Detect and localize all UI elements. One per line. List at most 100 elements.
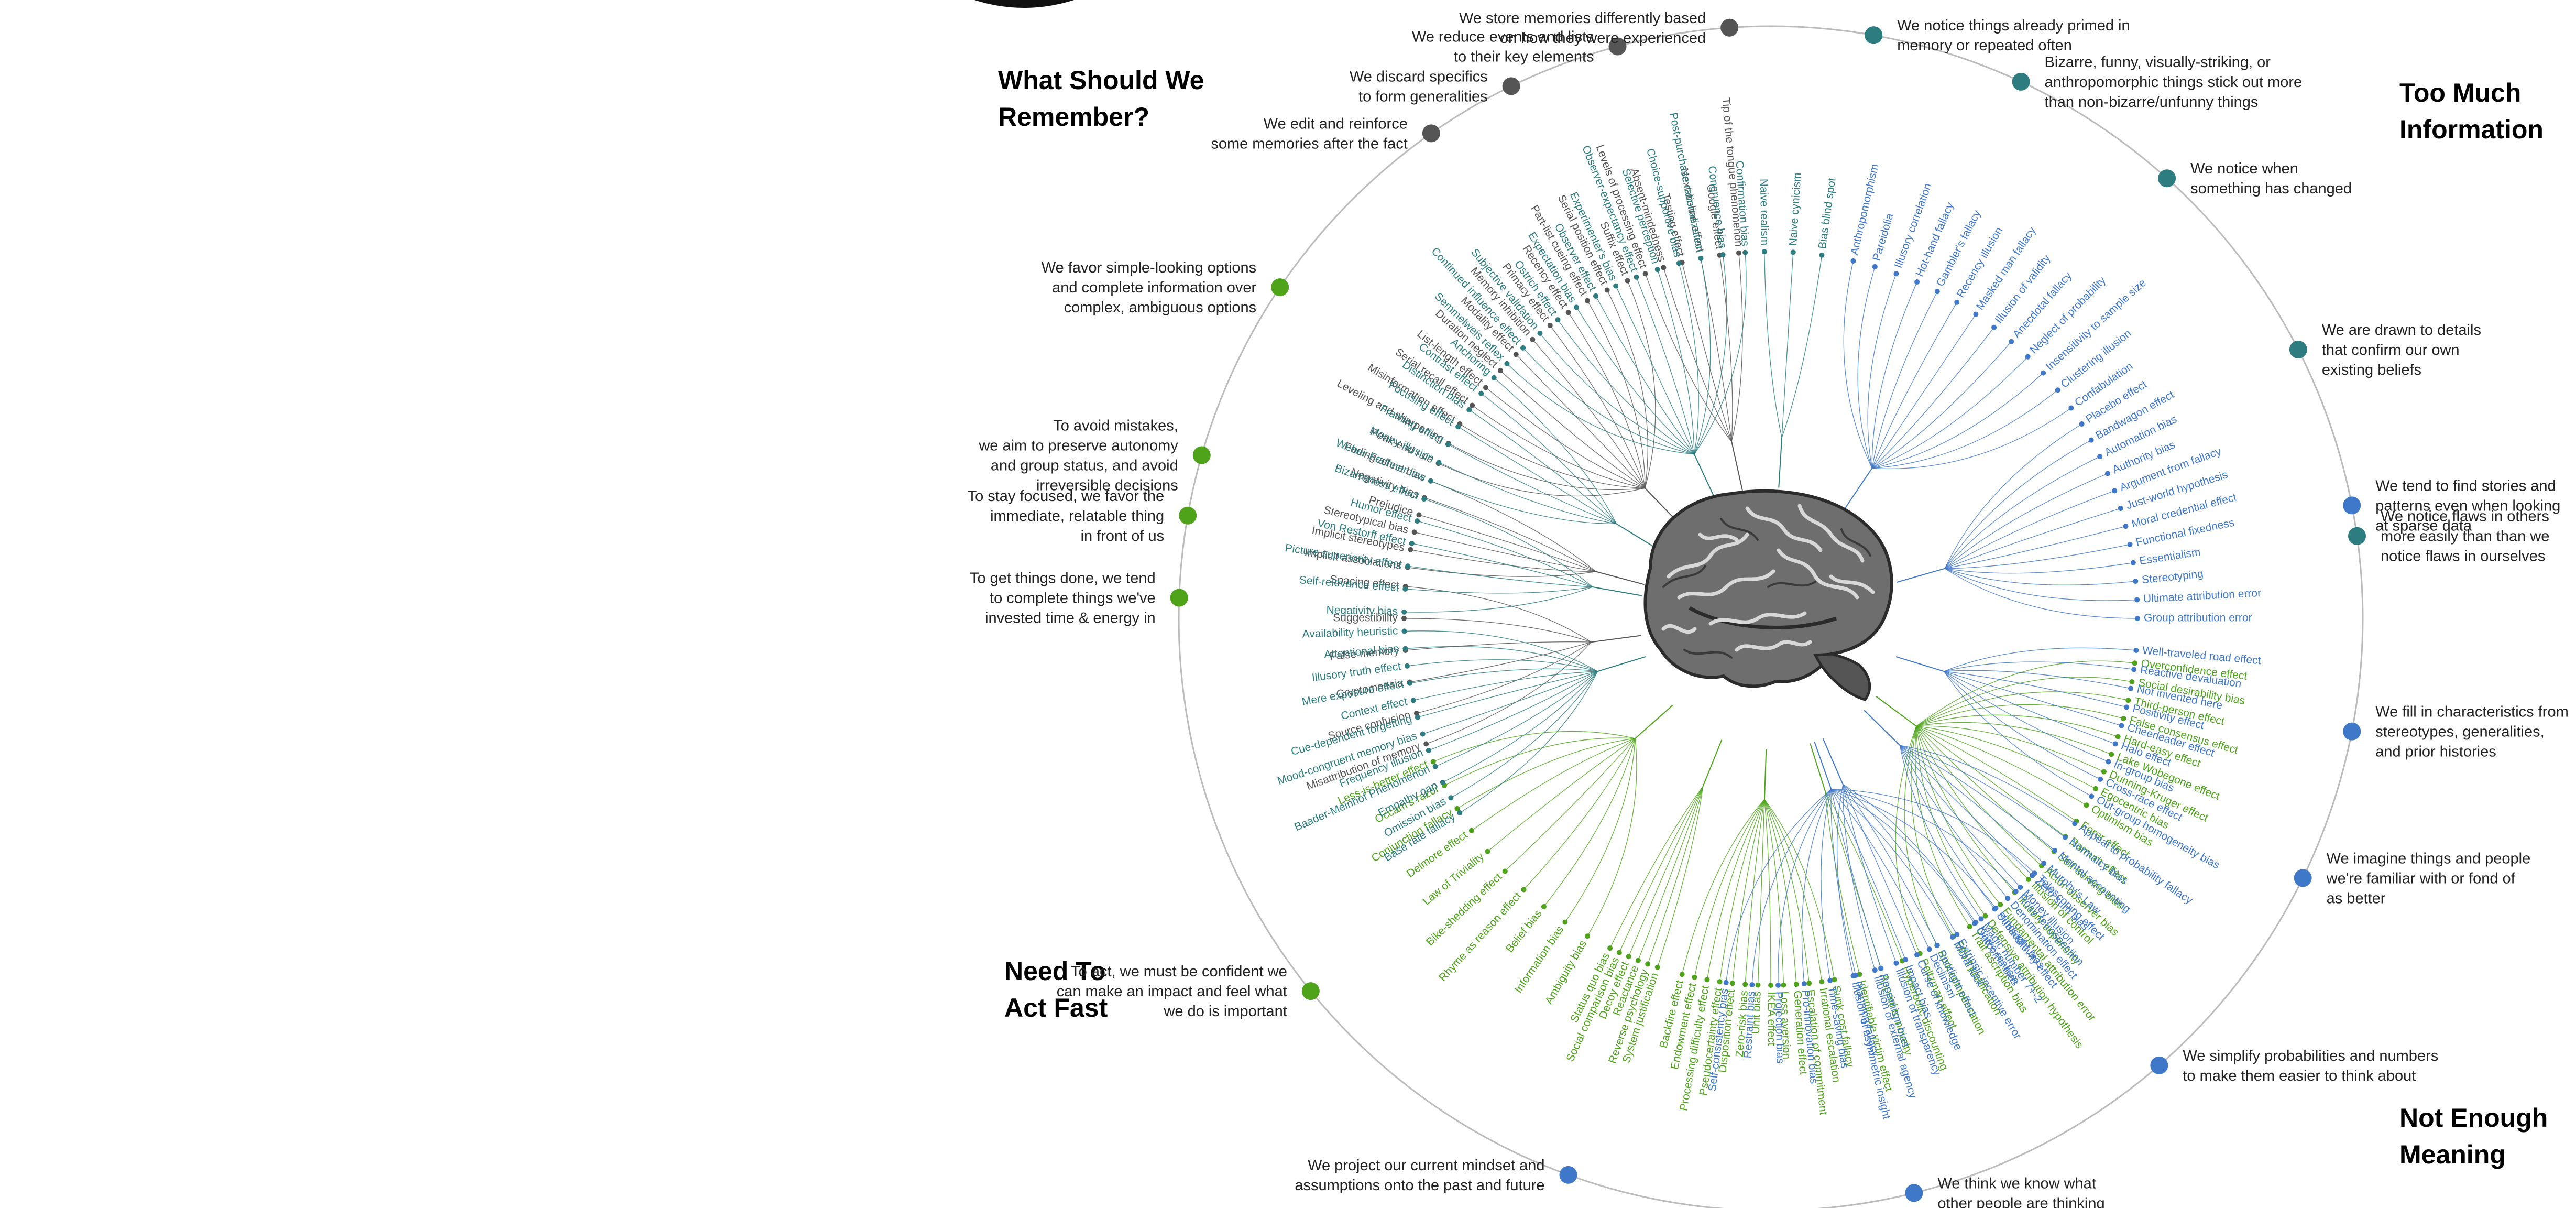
bias-dot: [2105, 471, 2111, 476]
bias-branch: [1638, 786, 1704, 961]
bias-label: Loss aversion: [1778, 991, 1793, 1059]
bias-dot: [1454, 806, 1460, 811]
bias-dot: [2133, 648, 2139, 654]
bias-branch: [1914, 726, 1970, 927]
bias-branch: [1607, 290, 1648, 488]
bias-branch: [1719, 799, 1765, 982]
bias-branch: [1872, 373, 2044, 469]
bias-branch: [1413, 671, 1598, 701]
bias-branch: [1404, 586, 1593, 613]
bias-dot: [1455, 424, 1461, 430]
category-node: [1559, 1166, 1577, 1184]
bias-branch: [1448, 443, 1645, 491]
bias-branch: [1471, 738, 1636, 831]
bias-dot: [1402, 646, 1408, 651]
bias-branch: [1916, 726, 2015, 893]
branch-stem: [1897, 568, 1945, 583]
branch-stem: [1895, 656, 1944, 672]
branch-stem: [1592, 586, 1642, 596]
bias-branch: [1428, 671, 1598, 751]
bias-branch: [1706, 799, 1765, 980]
category-node: [1271, 278, 1289, 297]
bias-branch: [1801, 789, 1832, 984]
bias-dot: [1973, 311, 1979, 317]
bias-dot: [2125, 698, 2131, 703]
bias-dot: [1793, 982, 1799, 987]
bias-dot: [2025, 876, 2031, 882]
bias-branch: [1731, 253, 1743, 442]
bias-branch: [1916, 726, 2066, 837]
bias-dot: [1604, 287, 1610, 293]
quadrant-title-line: Too Much: [2399, 78, 2522, 107]
quadrant-title-line: Not Enough: [2399, 1103, 2548, 1133]
bias-branch: [1627, 280, 1656, 488]
bias-branch: [1419, 514, 1596, 572]
quadrant-title-line: Need To: [1004, 956, 1106, 986]
bias-branch: [1900, 745, 2033, 876]
bias-branch: [1944, 671, 2116, 745]
bias-branch: [1916, 726, 2029, 880]
bias-dot: [1982, 913, 1988, 919]
bias-label: Projection bias: [1773, 992, 1786, 1064]
bias-dot: [2112, 741, 2118, 747]
branch-stem: [1843, 467, 1873, 510]
bias-dot: [1423, 741, 1429, 747]
bias-branch: [1647, 786, 1704, 964]
quadrant-title-line: Meaning: [2399, 1140, 2506, 1169]
bias-branch: [1945, 526, 2126, 569]
bias-dot: [1949, 934, 1955, 940]
bias-dot: [1405, 563, 1411, 569]
bias-branch: [1732, 799, 1765, 984]
bias-branch: [1764, 799, 1810, 984]
bias-dot: [1635, 957, 1641, 963]
branch-lines: [1401, 249, 2140, 988]
bias-dot: [2124, 704, 2130, 710]
bias-dot: [2123, 524, 2129, 529]
bias-branch: [1460, 423, 1645, 489]
bias-dot: [1607, 945, 1613, 951]
bias-dot: [1448, 795, 1454, 801]
bias-dot: [2101, 769, 2107, 775]
bias-label: Group attribution error: [2144, 612, 2252, 624]
brain-icon: [1643, 489, 1893, 701]
bias-dot: [1676, 260, 1682, 266]
bias-branch: [1900, 745, 2075, 824]
bias-branch: [1899, 745, 2008, 899]
bias-branch: [1821, 789, 1832, 981]
bias-dot: [1616, 950, 1622, 955]
bias-label: Belief bias: [1504, 908, 1544, 955]
bias-dot: [1426, 747, 1431, 753]
bias-branch: [1430, 481, 1617, 525]
bias-dot: [2005, 896, 2011, 901]
bias-dot: [1626, 954, 1631, 960]
bias-dot: [1401, 609, 1407, 615]
bias-dot: [1654, 964, 1660, 970]
bias-branch: [1781, 252, 1794, 438]
bias-dot: [1914, 279, 1920, 285]
bias-dot: [1537, 330, 1543, 336]
bias-branch: [1451, 671, 1598, 798]
outer-ring: [1178, 25, 2364, 1208]
bias-branch: [1764, 799, 1771, 986]
bias-dot: [1530, 336, 1536, 342]
bias-dot: [1698, 255, 1704, 261]
bias-branch: [1895, 726, 1921, 954]
bias-branch: [1871, 327, 1994, 469]
bias-branch: [1916, 725, 2077, 822]
bias-branch: [1405, 586, 1593, 594]
bias-branch: [1433, 731, 1636, 763]
bias-branch: [1944, 568, 2137, 601]
bias-dot: [1470, 402, 1475, 408]
bias-dot: [1661, 265, 1667, 270]
bias-dot: [2115, 734, 2121, 739]
bias-dot: [1692, 974, 1697, 980]
bias-dot: [1613, 283, 1619, 289]
bias-branch: [1944, 423, 2082, 569]
bias-branch: [1407, 659, 1598, 672]
bias-branch: [1719, 255, 1733, 442]
